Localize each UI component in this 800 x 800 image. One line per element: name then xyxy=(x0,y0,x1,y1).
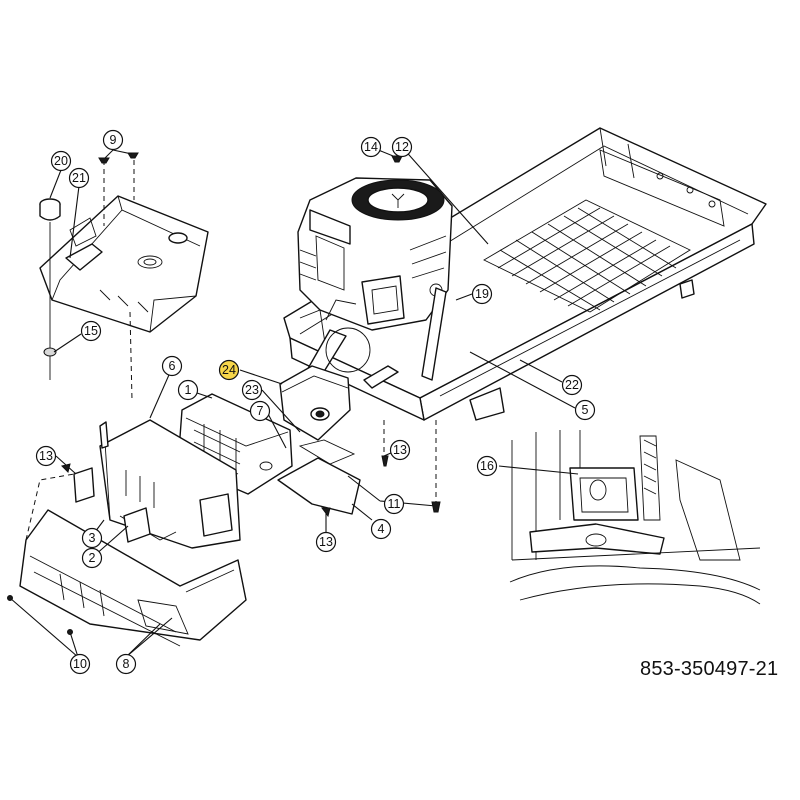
screw-icon xyxy=(127,152,139,159)
callout-8: 8 xyxy=(115,653,137,675)
shield-bracket xyxy=(73,419,241,549)
callout-7: 7 xyxy=(249,400,271,422)
svg-text:22: 22 xyxy=(565,378,579,392)
callout-20: 20 xyxy=(50,150,72,172)
svg-text:1: 1 xyxy=(185,383,192,397)
svg-text:21: 21 xyxy=(72,171,86,185)
front-bumper xyxy=(19,473,247,647)
callout-21: 21 xyxy=(68,167,90,189)
callout-16: 16 xyxy=(476,455,498,477)
callout-12: 12 xyxy=(391,136,413,158)
callout-10: 10 xyxy=(69,653,91,675)
callout-2: 2 xyxy=(81,547,103,569)
callout-13: 13 xyxy=(389,439,411,461)
svg-text:7: 7 xyxy=(257,404,264,418)
svg-text:19: 19 xyxy=(475,287,489,301)
callout-14: 14 xyxy=(360,136,382,158)
callout-4: 4 xyxy=(370,518,392,540)
svg-text:23: 23 xyxy=(245,383,259,397)
svg-text:16: 16 xyxy=(480,459,494,473)
callout-19: 19 xyxy=(471,283,493,305)
callout-9: 9 xyxy=(102,129,124,151)
svg-text:10: 10 xyxy=(73,657,87,671)
detail-inset xyxy=(509,430,761,605)
svg-text:3: 3 xyxy=(89,531,96,545)
svg-text:5: 5 xyxy=(582,403,589,417)
svg-text:13: 13 xyxy=(319,535,333,549)
svg-text:12: 12 xyxy=(395,140,409,154)
callout-24: 24 xyxy=(218,359,240,381)
engine xyxy=(297,177,453,389)
callout-23: 23 xyxy=(241,379,263,401)
dash-panel-assembly xyxy=(39,152,209,401)
svg-text:8: 8 xyxy=(123,657,130,671)
callout-bubbles: 20 9 21 15 14 12 19 22 xyxy=(35,129,596,675)
document-number: 853-350497-21 xyxy=(640,658,779,680)
leader-lines xyxy=(9,146,579,658)
svg-text:15: 15 xyxy=(84,324,98,338)
callout-5: 5 xyxy=(574,399,596,421)
svg-text:20: 20 xyxy=(54,154,68,168)
svg-text:6: 6 xyxy=(169,359,176,373)
svg-text:11: 11 xyxy=(388,497,401,511)
svg-text:24: 24 xyxy=(222,363,236,377)
deflector-plate xyxy=(277,457,361,515)
svg-text:13: 13 xyxy=(393,443,407,457)
svg-text:4: 4 xyxy=(378,522,385,536)
svg-text:9: 9 xyxy=(110,133,117,147)
callout-6: 6 xyxy=(161,355,183,377)
fasteners xyxy=(7,155,441,635)
screw-icon xyxy=(98,157,110,164)
frame-vent-grid xyxy=(483,199,691,313)
callout-11: 11 xyxy=(383,493,405,515)
callout-3: 3 xyxy=(81,527,103,549)
callout-15: 15 xyxy=(80,320,102,342)
callout-13: 13 xyxy=(35,445,57,467)
svg-text:13: 13 xyxy=(39,449,53,463)
svg-text:2: 2 xyxy=(89,551,96,565)
callout-22: 22 xyxy=(561,374,583,396)
callout-1: 1 xyxy=(177,379,199,401)
svg-text:14: 14 xyxy=(364,140,378,154)
muffler xyxy=(279,365,356,465)
callout-13: 13 xyxy=(315,531,337,553)
